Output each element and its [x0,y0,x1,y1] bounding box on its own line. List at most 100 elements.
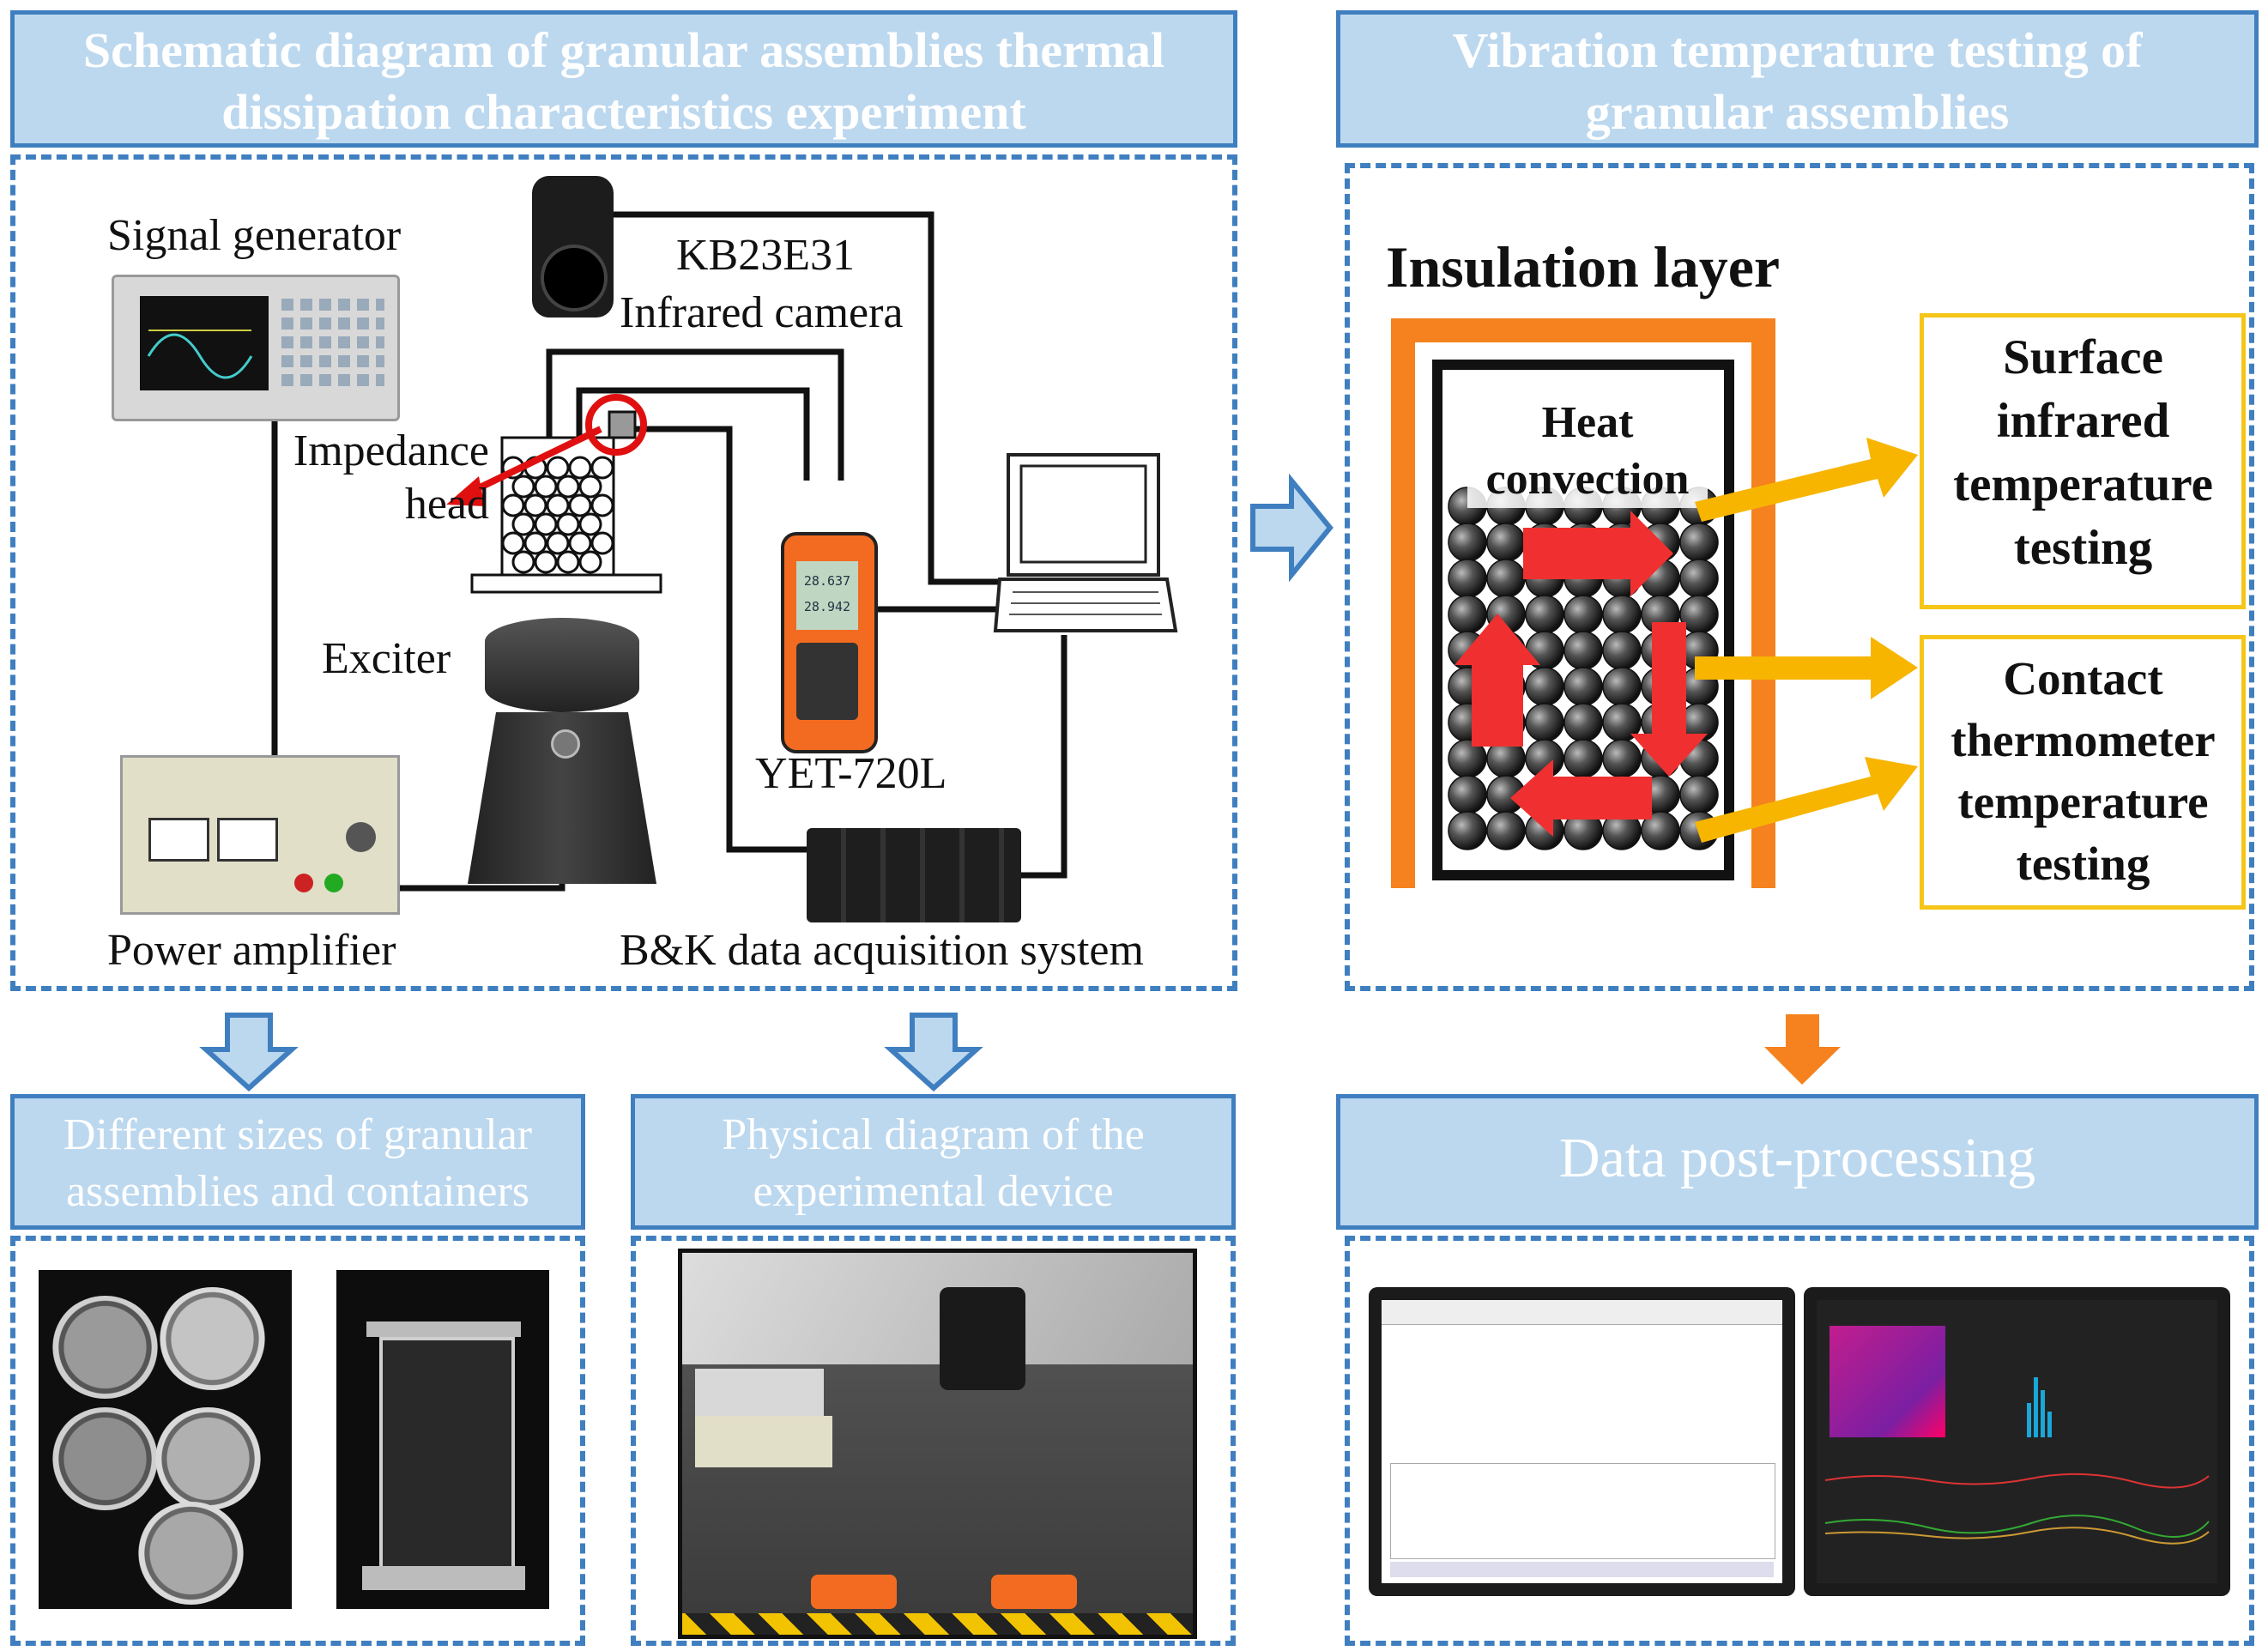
granule-circle [534,512,558,536]
infrared-camera [532,176,614,318]
floor-stripes [682,1613,1193,1635]
granule-circle [556,512,580,536]
acrylic-container-photo [336,1270,549,1609]
schematic-panel [10,154,1237,991]
granule-circle [501,531,525,555]
exciter-top [485,618,639,712]
contact-thermometer-text: Contact thermometer temperature testing [1950,652,2216,890]
granule-circle [578,475,602,499]
signal-generator-screen [140,296,269,390]
granule-circle [523,531,547,555]
granule-dishes-photo [39,1270,292,1609]
camera-lens [541,245,608,311]
sizes-banner-text: Different sizes of granular assemblies a… [63,1110,533,1216]
granule-circle [511,512,535,536]
exciter-connector [551,729,580,759]
schematic-banner-text: Schematic diagram of granular assemblies… [82,22,1165,140]
dish-1 [51,1296,159,1399]
container-body [379,1337,515,1575]
device-photo [678,1249,1197,1639]
vibration-banner: Vibration temperature testing of granula… [1336,10,2259,148]
granule-circle [501,493,525,517]
dish-5 [137,1502,245,1605]
surface-infrared-label: Surface infrared temperature testing [1931,326,2235,580]
sphere-particle [1486,811,1526,850]
granule-circle [534,550,558,574]
laptop [993,453,1178,632]
photo-amplifier [695,1416,832,1467]
down-arrow-middle [884,1013,983,1092]
vibration-panel [1345,163,2254,991]
camera-name-label: Infrared camera [620,288,904,337]
dish-4 [154,1407,262,1510]
photo-thermometer-2 [991,1575,1077,1609]
thermometer-keys [796,643,858,720]
physical-banner: Physical diagram of the experimental dev… [631,1094,1236,1230]
software-1-status [1390,1562,1774,1577]
software-screenshot-2 [1804,1287,2230,1596]
granule-circle [546,493,570,517]
exciter [468,618,656,884]
impedance-head-text: Impedance head [293,426,489,529]
power-amplifier-label: Power amplifier [107,926,396,975]
postproc-banner-text: Data post-processing [1558,1127,2036,1189]
down-arrow-orange [1764,1014,1841,1085]
granule-circle [590,531,614,555]
heat-convection-text: Heat convection [1485,398,1690,504]
photo-signal-generator [695,1369,824,1416]
granule-circle [578,550,602,574]
bk-daq [807,828,1021,922]
histogram [2001,1352,2087,1437]
surface-infrared-box [1920,313,2246,609]
software-screenshot-1 [1369,1287,1795,1596]
software-1-toolbar [1382,1300,1782,1325]
signal-generator-label: Signal generator [107,211,402,260]
thermometer-reading-2: 28.942 [803,599,851,614]
amplifier-meter-left [148,818,209,862]
postproc-banner: Data post-processing [1336,1094,2259,1230]
contact-thermometer-box [1920,635,2246,910]
temperature-curves [1824,1473,2210,1545]
signal-generator [112,275,400,421]
power-amplifier [120,755,400,915]
dish-2 [159,1287,266,1390]
thermometer-reading-1: 28.637 [803,573,851,589]
schematic-banner: Schematic diagram of granular assemblies… [10,10,1237,148]
photo-thermometer-1 [811,1575,897,1609]
yet-thermometer: 28.637 28.942 [781,532,878,753]
granule-circle [546,456,570,480]
sphere-particle [1448,811,1487,850]
right-arrow [1250,473,1334,583]
down-arrow-left [199,1013,299,1092]
granule-circle [546,531,570,555]
exciter-label: Exciter [322,634,451,683]
thermometer-label: YET-720L [755,749,947,798]
granule-circle [556,475,580,499]
sizes-panel [10,1236,585,1646]
physical-panel [631,1236,1236,1646]
granule-circle [534,475,558,499]
insulation-label: Insulation layer [1386,234,1781,299]
wall-panel [682,1253,1193,1364]
amplifier-meter-right [217,818,278,862]
physical-banner-text: Physical diagram of the experimental dev… [722,1110,1145,1216]
granule-circle [511,475,535,499]
software-2-window [1817,1300,2217,1583]
granule-circle [590,493,614,517]
granule-circle [511,550,535,574]
granule-circle [568,493,592,517]
granular-container [470,394,662,594]
amplifier-red-button [294,874,313,892]
postproc-panel [1345,1236,2254,1646]
vibration-banner-text: Vibration temperature testing of granula… [1452,22,2143,140]
amplifier-knob [346,822,376,852]
granule-circle [568,531,592,555]
granule-circle [590,456,614,480]
software-1-window [1382,1300,1782,1583]
container-lid [366,1321,521,1337]
sizes-banner: Different sizes of granular assemblies a… [10,1094,585,1230]
thermometer-screen: 28.637 28.942 [796,561,858,630]
